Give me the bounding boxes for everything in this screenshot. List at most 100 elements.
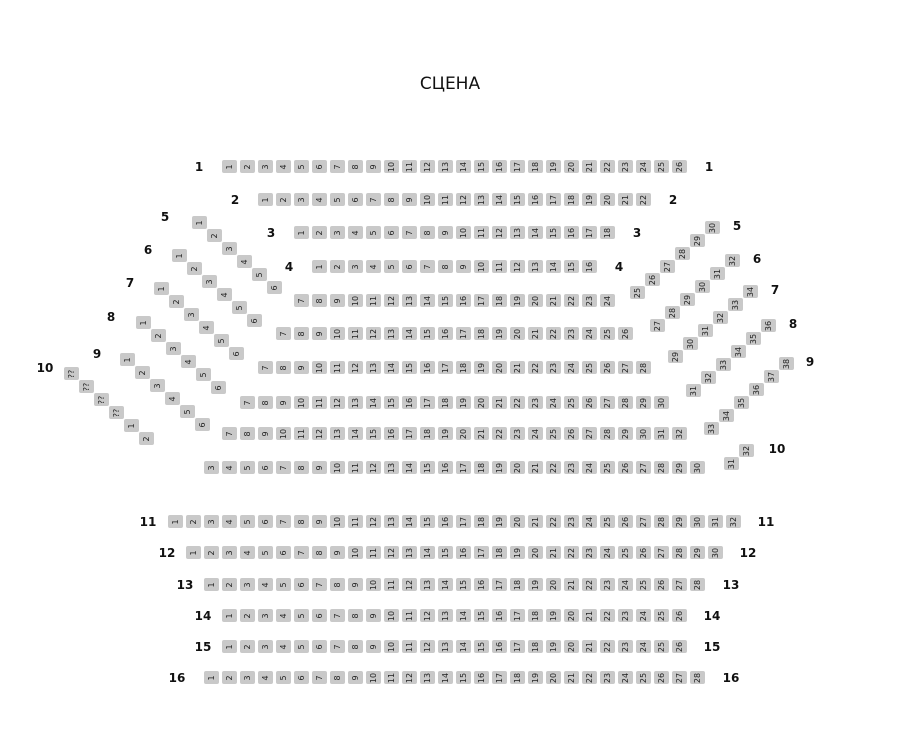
seat[interactable]: 23 (564, 461, 579, 474)
seat[interactable]: 12 (420, 640, 435, 653)
seat[interactable]: 29 (690, 234, 705, 247)
seat[interactable]: 30 (695, 280, 710, 293)
seat[interactable]: 25 (600, 327, 615, 340)
seat[interactable]: 24 (582, 461, 597, 474)
seat[interactable]: 8 (312, 546, 327, 559)
seat[interactable]: 5 (294, 640, 309, 653)
seat[interactable]: 5 (232, 301, 247, 314)
seat[interactable]: 21 (582, 609, 597, 622)
seat[interactable]: 13 (528, 260, 543, 273)
seat[interactable]: 15 (546, 226, 561, 239)
seat[interactable]: 10 (366, 671, 381, 684)
seat[interactable]: 11 (294, 427, 309, 440)
seat[interactable]: 22 (510, 396, 525, 409)
seat[interactable]: 31 (686, 384, 701, 397)
seat[interactable]: 18 (600, 226, 615, 239)
seat[interactable]: 29 (680, 293, 695, 306)
seat[interactable]: 24 (618, 578, 633, 591)
seat[interactable]: 17 (456, 515, 471, 528)
seat[interactable]: 17 (474, 294, 489, 307)
seat[interactable]: 27 (650, 319, 665, 332)
seat[interactable]: 12 (420, 160, 435, 173)
seat[interactable]: 10 (456, 226, 471, 239)
seat[interactable]: 20 (564, 609, 579, 622)
seat[interactable]: 16 (492, 640, 507, 653)
seat[interactable]: 22 (582, 578, 597, 591)
seat[interactable]: 30 (690, 461, 705, 474)
seat[interactable]: 30 (636, 427, 651, 440)
seat[interactable]: 9 (330, 546, 345, 559)
seat[interactable]: 28 (600, 427, 615, 440)
seat[interactable]: 19 (438, 427, 453, 440)
seat[interactable]: 3 (184, 308, 199, 321)
seat[interactable]: 3 (204, 461, 219, 474)
seat[interactable]: 29 (672, 461, 687, 474)
seat[interactable]: 21 (618, 193, 633, 206)
seat[interactable]: 5 (294, 609, 309, 622)
seat[interactable]: 8 (420, 226, 435, 239)
seat[interactable]: 17 (456, 327, 471, 340)
seat[interactable]: 15 (420, 327, 435, 340)
seat[interactable]: 21 (546, 546, 561, 559)
seat[interactable]: 3 (330, 226, 345, 239)
seat[interactable]: 27 (654, 546, 669, 559)
seat[interactable]: 3 (294, 193, 309, 206)
seat[interactable]: 15 (384, 396, 399, 409)
seat[interactable]: 24 (636, 609, 651, 622)
seat[interactable]: 6 (294, 671, 309, 684)
seat[interactable]: 5 (240, 515, 255, 528)
seat[interactable]: 8 (294, 461, 309, 474)
seat[interactable]: 30 (708, 546, 723, 559)
seat[interactable]: 4 (276, 609, 291, 622)
seat[interactable]: 13 (420, 671, 435, 684)
seat[interactable]: 6 (258, 461, 273, 474)
seat[interactable]: 6 (384, 226, 399, 239)
seat[interactable]: 23 (582, 546, 597, 559)
seat[interactable]: 4 (165, 392, 180, 405)
seat[interactable]: 13 (348, 396, 363, 409)
seat[interactable]: 26 (636, 546, 651, 559)
seat[interactable]: 6 (312, 609, 327, 622)
seat[interactable]: 18 (474, 515, 489, 528)
seat[interactable]: 11 (402, 609, 417, 622)
seat[interactable]: 23 (618, 609, 633, 622)
seat[interactable]: 11 (384, 671, 399, 684)
seat[interactable]: 20 (546, 671, 561, 684)
seat[interactable]: 24 (636, 160, 651, 173)
seat[interactable]: 16 (438, 515, 453, 528)
seat[interactable]: 18 (510, 671, 525, 684)
seat[interactable]: 20 (546, 578, 561, 591)
seat[interactable]: 16 (492, 609, 507, 622)
seat[interactable]: 2 (169, 295, 184, 308)
seat[interactable]: 1 (168, 515, 183, 528)
seat[interactable]: 15 (456, 671, 471, 684)
seat[interactable]: 18 (438, 396, 453, 409)
seat[interactable]: 25 (630, 286, 645, 299)
seat[interactable]: 36 (761, 319, 776, 332)
seat[interactable]: 13 (438, 160, 453, 173)
seat[interactable]: 27 (660, 260, 675, 273)
seat[interactable]: 19 (510, 546, 525, 559)
seat[interactable]: 3 (258, 609, 273, 622)
seat[interactable]: 12 (510, 260, 525, 273)
seat[interactable]: 16 (582, 260, 597, 273)
seat[interactable]: 22 (546, 515, 561, 528)
seat[interactable]: 2 (207, 229, 222, 242)
seat[interactable]: 6 (348, 193, 363, 206)
seat[interactable]: 7 (330, 609, 345, 622)
seat[interactable]: 11 (366, 546, 381, 559)
seat[interactable]: 14 (456, 640, 471, 653)
seat[interactable]: 12 (366, 327, 381, 340)
seat[interactable]: 17 (582, 226, 597, 239)
seat[interactable]: 9 (366, 640, 381, 653)
seat[interactable]: 6 (294, 578, 309, 591)
seat[interactable]: 12 (420, 609, 435, 622)
seat[interactable]: 6 (402, 260, 417, 273)
seat[interactable]: 16 (402, 396, 417, 409)
seat[interactable]: 11 (312, 396, 327, 409)
seat[interactable]: 30 (654, 396, 669, 409)
seat[interactable]: 2 (204, 546, 219, 559)
seat[interactable]: 38 (779, 357, 794, 370)
seat[interactable]: 26 (654, 578, 669, 591)
seat[interactable]: 2 (240, 609, 255, 622)
